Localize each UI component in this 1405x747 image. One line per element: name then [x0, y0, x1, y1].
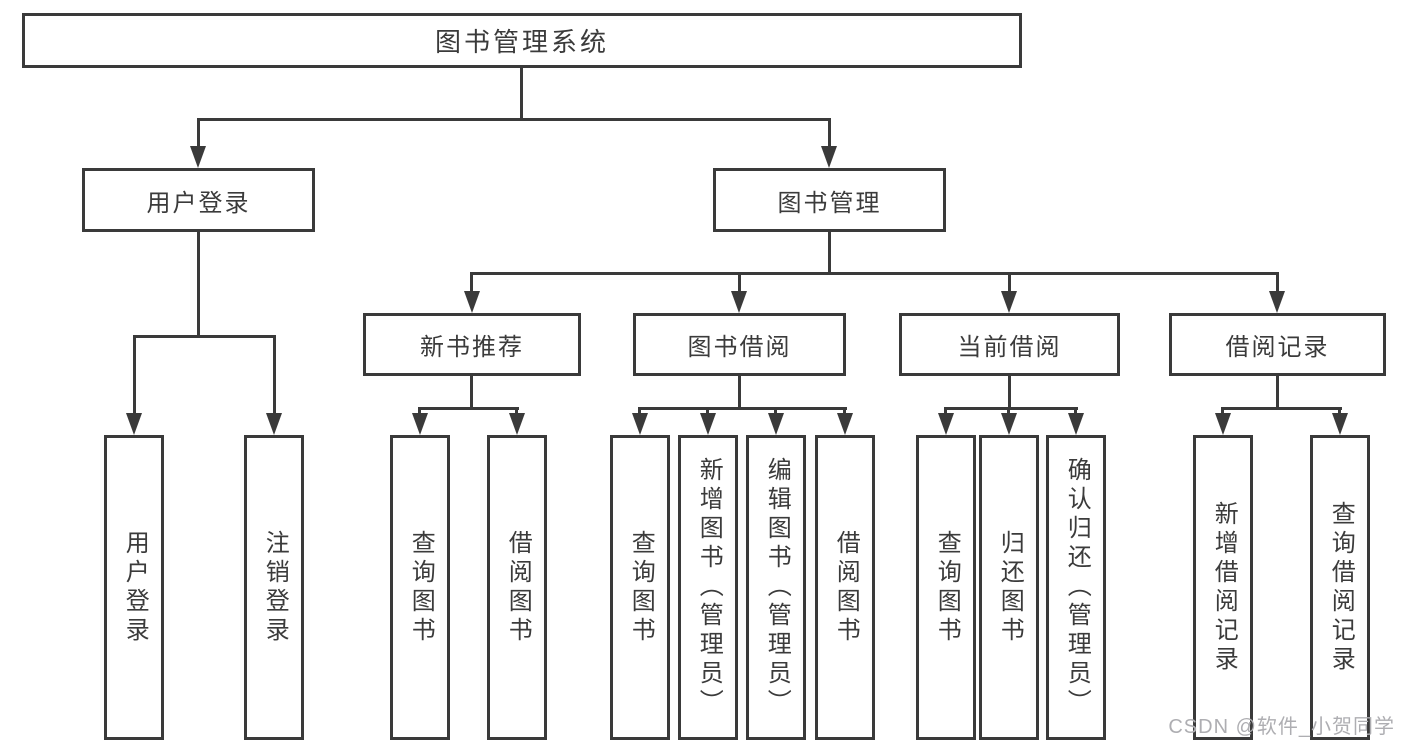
- connector-new-book-drop-1: [418, 407, 421, 415]
- connector-new-book-bar: [418, 407, 519, 410]
- down-arrow-icon-borrowing-records: [1269, 291, 1285, 313]
- node-library-system: 图书管理系统: [22, 13, 1022, 68]
- down-arrow-icon-cb-query: [938, 413, 954, 435]
- down-arrow-icon-new-book-recommend: [464, 291, 480, 313]
- connector-records-drop-2: [1338, 407, 1341, 415]
- leaf-nb-borrow-books: 借阅图书: [487, 435, 547, 740]
- node-current-borrowing: 当前借阅: [899, 313, 1120, 376]
- down-arrow-icon-bb-edit: [768, 413, 784, 435]
- down-arrow-icon-bb-add: [700, 413, 716, 435]
- connector-current-borrow-bar: [944, 407, 1078, 410]
- down-arrow-icon-cb-confirm: [1068, 413, 1084, 435]
- connector-user-login-bar: [133, 335, 276, 338]
- connector-book-borrow-drop-2: [706, 407, 709, 415]
- connector-new-book-stem: [470, 376, 473, 407]
- leaf-bb-edit-books-admin: 编辑图书︵管理员︶: [746, 435, 806, 740]
- connector-current-borrow-drop-3: [1074, 407, 1077, 415]
- connector-book-borrow-drop-3: [774, 407, 777, 415]
- connector-book-mgmt-drop-2: [738, 272, 741, 292]
- connector-user-login-drop-2: [273, 335, 276, 413]
- down-arrow-icon-leaf-logout: [266, 413, 282, 435]
- down-arrow-icon-book-borrowing: [731, 291, 747, 313]
- connector-user-login-drop-1: [133, 335, 136, 413]
- node-new-book-recommend: 新书推荐: [363, 313, 581, 376]
- down-arrow-icon-book-management: [821, 146, 837, 168]
- down-arrow-icon-br-add: [1215, 413, 1231, 435]
- leaf-nb-query-books: 查询图书: [390, 435, 450, 740]
- leaf-br-query-record: 查询借阅记录: [1310, 435, 1370, 740]
- connector-book-mgmt-drop-4: [1276, 272, 1279, 292]
- leaf-cb-confirm-return-admin: 确认归还︵管理员︶: [1046, 435, 1106, 740]
- connector-records-bar: [1221, 407, 1342, 410]
- leaf-user-login: 用户登录: [104, 435, 164, 740]
- leaf-bb-query-books: 查询图书: [610, 435, 670, 740]
- down-arrow-icon-bb-borrow: [837, 413, 853, 435]
- connector-book-borrow-stem: [738, 376, 741, 407]
- connector-current-borrow-drop-2: [1007, 407, 1010, 415]
- down-arrow-icon-current-borrowing: [1001, 291, 1017, 313]
- connector-book-mgmt-bar: [470, 272, 1278, 275]
- connector-root-drop-right: [828, 118, 831, 148]
- down-arrow-icon-user-login: [190, 146, 206, 168]
- down-arrow-icon-cb-return: [1001, 413, 1017, 435]
- connector-records-stem: [1276, 376, 1279, 407]
- down-arrow-icon-nb-borrow: [509, 413, 525, 435]
- connector-book-mgmt-stem: [828, 232, 831, 272]
- csdn-watermark: CSDN @软件_小贺同学: [1168, 716, 1395, 738]
- down-arrow-icon-br-query: [1332, 413, 1348, 435]
- connector-root-stem: [520, 68, 523, 118]
- leaf-bb-borrow-books: 借阅图书: [815, 435, 875, 740]
- down-arrow-icon-leaf-user-login: [126, 413, 142, 435]
- connector-book-mgmt-drop-1: [470, 272, 473, 292]
- connector-root-drop-left: [197, 118, 200, 148]
- leaf-cb-return-books: 归还图书: [979, 435, 1039, 740]
- connector-root-bar: [197, 118, 831, 121]
- leaf-logout: 注销登录: [244, 435, 304, 740]
- leaf-br-add-record: 新增借阅记录: [1193, 435, 1253, 740]
- node-user-login: 用户登录: [82, 168, 315, 232]
- connector-book-borrow-drop-4: [843, 407, 846, 415]
- node-book-management: 图书管理: [713, 168, 946, 232]
- node-borrowing-records: 借阅记录: [1169, 313, 1386, 376]
- connector-book-borrow-bar: [638, 407, 847, 410]
- connector-book-borrow-drop-1: [638, 407, 641, 415]
- connector-current-borrow-drop-1: [944, 407, 947, 415]
- connector-current-borrow-stem: [1008, 376, 1011, 407]
- connector-user-login-stem: [197, 232, 200, 335]
- down-arrow-icon-nb-query: [412, 413, 428, 435]
- connector-records-drop-1: [1221, 407, 1224, 415]
- leaf-cb-query-books: 查询图书: [916, 435, 976, 740]
- connector-new-book-drop-2: [515, 407, 518, 415]
- leaf-bb-add-books-admin: 新增图书︵管理员︶: [678, 435, 738, 740]
- node-book-borrowing: 图书借阅: [633, 313, 846, 376]
- down-arrow-icon-bb-query: [632, 413, 648, 435]
- connector-book-mgmt-drop-3: [1008, 272, 1011, 292]
